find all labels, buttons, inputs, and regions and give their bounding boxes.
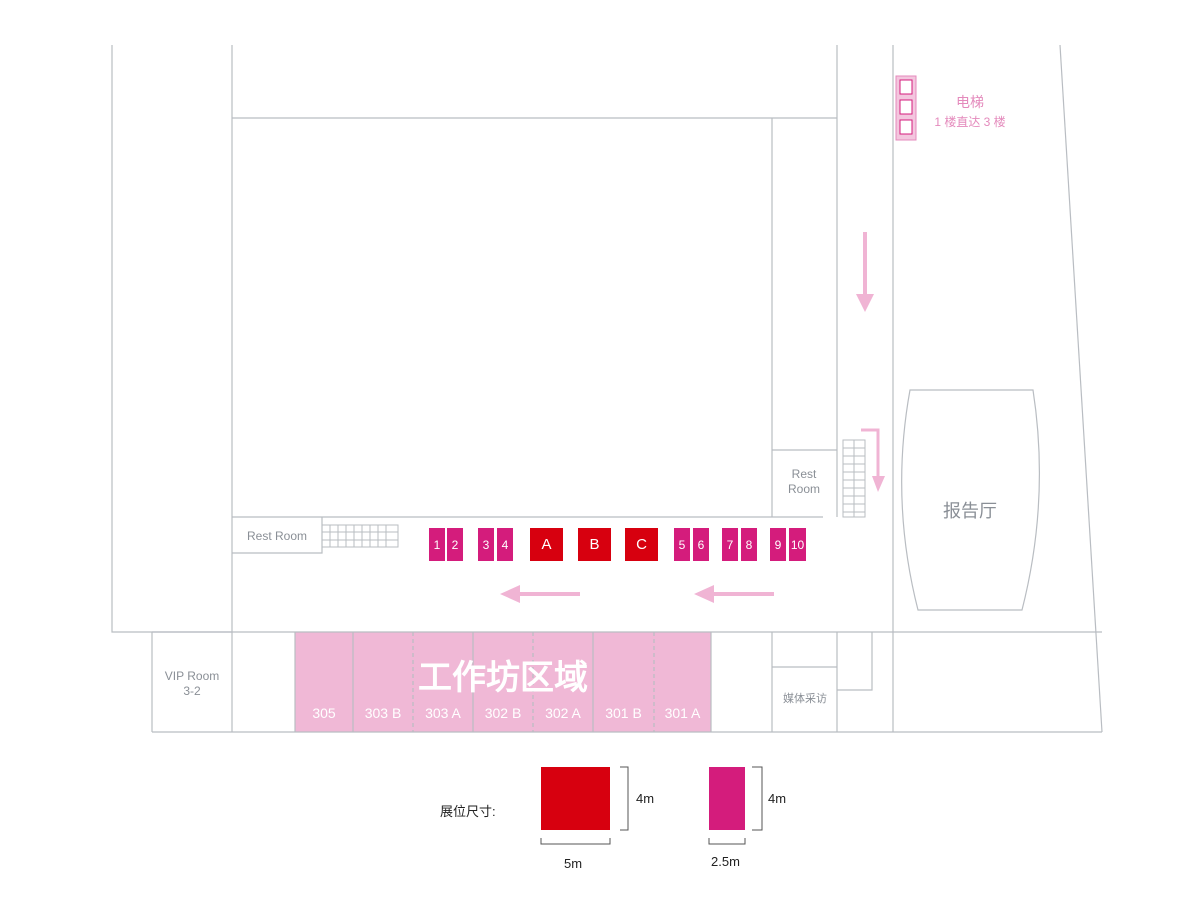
booth[interactable]: 9 [770, 528, 786, 561]
arrow-down-icon [856, 232, 874, 312]
legend-red-width: 5m [564, 856, 583, 871]
booth[interactable]: 10 [789, 528, 806, 561]
legend-label: 展位尺寸: [440, 804, 496, 819]
booth[interactable]: 8 [741, 528, 757, 561]
vip-room: VIP Room 3-2 [164, 669, 220, 698]
report-hall: 报告厅 [943, 501, 997, 521]
arrow-left-icon [500, 585, 580, 603]
stairs-left-icon [321, 524, 399, 548]
workshop-room[interactable]: 301 B [605, 705, 642, 721]
booth[interactable]: 7 [722, 528, 738, 561]
booth[interactable]: 2 [447, 528, 463, 561]
booth[interactable]: 4 [497, 528, 513, 561]
workshop-room[interactable]: 302 B [484, 705, 522, 721]
booth[interactable]: 5 [674, 528, 690, 561]
workshop-room[interactable]: 303 A [425, 705, 461, 721]
workshop-area [295, 632, 711, 732]
rest-room-right: Rest Room [787, 467, 820, 496]
elevator-subtitle: 1 楼直达 3 楼 [934, 115, 1006, 129]
booth[interactable]: 6 [693, 528, 709, 561]
elevator-icon [895, 75, 917, 141]
booth[interactable]: 1 [429, 528, 445, 561]
workshop-room[interactable]: 301 A [664, 705, 701, 721]
workshop-room[interactable]: 303 B [364, 705, 402, 721]
legend-pink-width: 2.5m [711, 854, 740, 869]
rest-room-left: Rest Room [246, 529, 308, 543]
booth[interactable]: 3 [478, 528, 494, 561]
legend-pink-depth: 4m [768, 791, 787, 806]
booth[interactable]: C [625, 528, 658, 561]
workshop-title: 工作坊区域 [418, 659, 588, 697]
arrow-bend-down-icon [861, 428, 885, 492]
legend-red-depth: 4m [636, 791, 655, 806]
media-interview-room: 媒体采访 [783, 693, 827, 705]
legend-pink-booth [709, 767, 745, 830]
stairs-right-icon [842, 439, 866, 518]
legend-red-booth [541, 767, 610, 830]
arrow-left-icon [694, 585, 774, 603]
elevator-title: 电梯 [956, 94, 984, 110]
booth[interactable]: B [578, 528, 611, 561]
booth[interactable]: A [530, 528, 563, 561]
workshop-room[interactable]: 305 [312, 705, 336, 721]
workshop-room[interactable]: 302 A [545, 705, 581, 721]
